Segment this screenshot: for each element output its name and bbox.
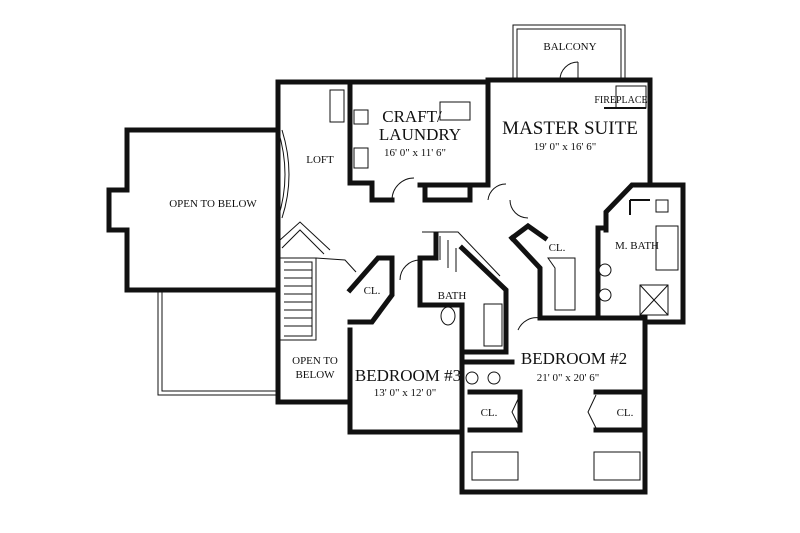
master-suite-walls (487, 182, 679, 321)
room-labels: BALCONY FIREPLACE CRAFT/ LAUNDRY 16' 0" … (169, 41, 659, 419)
open-to-below-left-area (106, 127, 281, 396)
craft-laundry-room (347, 81, 491, 203)
master-bath-label: M. BATH (615, 240, 659, 252)
loft-label: LOFT (306, 154, 334, 166)
staircase (279, 221, 357, 341)
bedroom2-closet-right-label: CL. (617, 407, 634, 419)
fireplace-label: FIREPLACE (594, 95, 647, 106)
balcony (512, 24, 626, 81)
bedroom3-dimensions: 13' 0" x 12' 0" (374, 387, 436, 399)
craft-laundry-dimensions: 16' 0" x 11' 6" (384, 147, 446, 159)
loft-railing (277, 89, 345, 219)
bedroom2-closet-left-label: CL. (481, 407, 498, 419)
master-suite-dimensions: 19' 0" x 16' 6" (534, 141, 596, 153)
bedroom3-label: BEDROOM #3 (355, 366, 461, 385)
master-suite-label: MASTER SUITE (502, 118, 638, 139)
craft-laundry-label-line1: CRAFT/ (382, 107, 442, 126)
master-closet-label: CL. (549, 242, 566, 254)
stair-treads (284, 269, 312, 327)
bedroom2-closets (467, 317, 647, 481)
bedroom3-walls (346, 231, 515, 435)
bedroom2-label: BEDROOM #2 (521, 349, 627, 368)
balcony-label: BALCONY (543, 41, 596, 53)
bedroom3-closet-label: CL. (364, 285, 381, 297)
open-to-below-left-label: OPEN TO BELOW (169, 198, 257, 210)
craft-laundry-label-line2: LAUNDRY (379, 125, 461, 144)
bath-label: BATH (438, 290, 467, 302)
open-to-below-label-line1: OPEN TO (292, 355, 338, 367)
bedroom2-dimensions: 21' 0" x 20' 6" (537, 372, 599, 384)
fireplace (604, 85, 647, 109)
open-to-below-label-line2: BELOW (295, 369, 335, 381)
